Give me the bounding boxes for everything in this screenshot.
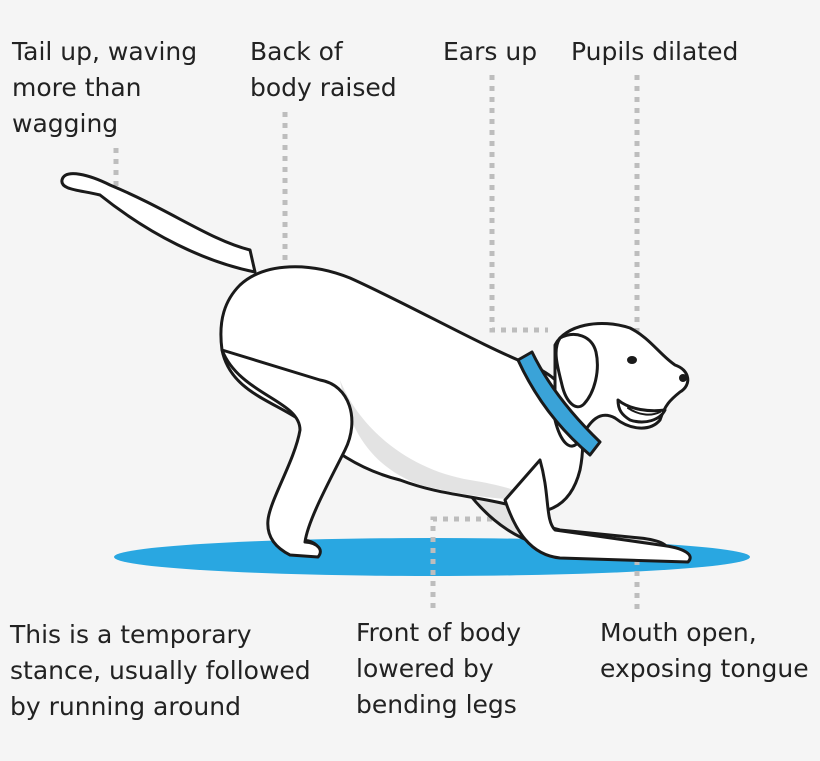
- dog-near-hind-leg: [220, 348, 354, 559]
- dog-nose: [679, 374, 687, 382]
- dog-mouth: [616, 398, 667, 424]
- leader-ears: [489, 75, 548, 333]
- leader-lines: [113, 75, 640, 610]
- label-mouth-open: Mouth open, exposing tongue: [600, 618, 809, 683]
- dog-collar: [516, 350, 602, 457]
- leader-front: [430, 516, 515, 608]
- dog-belly-shade: [340, 380, 535, 500]
- dog-tail: [60, 172, 257, 274]
- label-pupils-dilated: Pupils dilated: [571, 37, 739, 66]
- dog-eye: [627, 356, 637, 364]
- label-temporary-stance: This is a temporary stance, usually foll…: [10, 620, 311, 721]
- label-tail-up: Tail up, waving more than wagging: [12, 37, 198, 138]
- dog-tongue: [627, 407, 661, 416]
- dog: [60, 172, 692, 564]
- label-ears-up: Ears up: [443, 37, 538, 66]
- label-front-lowered: Front of body lowered by bending legs: [356, 618, 522, 719]
- label-back-raised: Back of body raised: [250, 37, 397, 102]
- dog-near-front-leg: [503, 458, 692, 564]
- dog-ear: [554, 333, 599, 409]
